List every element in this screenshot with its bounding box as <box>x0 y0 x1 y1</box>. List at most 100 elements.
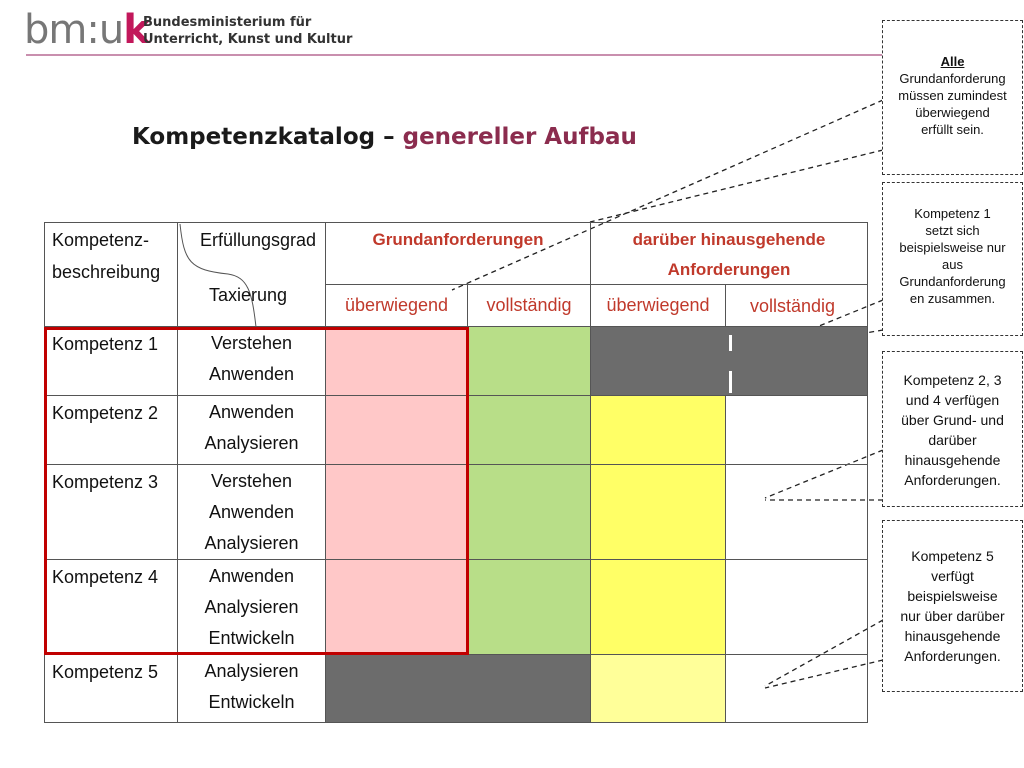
row-1-basic-fully <box>468 327 591 396</box>
table-row-2-name: Kompetenz 2 <box>44 396 178 465</box>
group2-label-line2: Anforderungen <box>667 260 791 279</box>
connector-3 <box>764 449 884 499</box>
callout-line: über Grund- und <box>901 412 1004 428</box>
table-border-top <box>44 222 868 223</box>
highlight-frame-competencies-1-4 <box>44 327 469 655</box>
row-5-basic-none <box>326 655 591 723</box>
logo: bm:uk <box>24 6 150 54</box>
title-main: Kompetenzkatalog – <box>132 124 403 150</box>
row-2-basic-fully <box>468 396 591 465</box>
header-further-requirements: darüber hinausgehende Anforderungen <box>591 222 868 285</box>
table-row-3-taxation: Verstehen Anwenden Analysieren <box>178 465 326 560</box>
row-3-basic-fully <box>468 465 591 560</box>
tax-level: Analysieren <box>204 597 299 617</box>
tax-level: Analysieren <box>204 661 299 681</box>
callout-title: Alle <box>940 54 965 69</box>
header-divider <box>26 54 884 56</box>
logo-text: bm:u <box>24 7 124 53</box>
tax-level: Entwickeln <box>208 692 295 712</box>
row-5-further-fully <box>726 655 868 723</box>
title-highlight: genereller Aufbau <box>402 124 637 150</box>
diagonal-curve <box>179 223 257 327</box>
cell-divider-mark <box>729 371 732 393</box>
tax-level: Anwenden <box>208 502 295 522</box>
callout-line: Grundanforderung <box>899 71 1006 86</box>
callout-line: Kompetenz 1 <box>914 206 991 221</box>
header-taxation: Taxierung <box>209 285 288 305</box>
table-row-3-name: Kompetenz 3 <box>44 465 178 560</box>
row-3-basic-mostly <box>326 465 468 560</box>
callout-competency-1: Kompetenz 1 setzt sich beispielsweise nu… <box>882 182 1023 336</box>
table-row-1-taxation: Verstehen Anwenden <box>178 327 326 396</box>
callout-line: beispielsweise nur <box>899 240 1006 255</box>
callout-line: darüber <box>928 432 977 448</box>
logo-accent: k <box>123 7 150 53</box>
tax-level: Anwenden <box>208 566 295 586</box>
callout-line: und 4 verfügen <box>905 392 1000 408</box>
callout-line: Kompetenz 5 <box>911 548 994 564</box>
page-title: Kompetenzkatalog – genereller Aufbau <box>132 124 637 150</box>
callout-line: en zusammen. <box>909 291 996 306</box>
row-name: Kompetenz 4 <box>52 567 159 587</box>
row-name: Kompetenz 5 <box>52 662 159 682</box>
row-4-basic-fully <box>468 560 591 655</box>
table-row-5-taxation: Analysieren Entwickeln <box>178 655 326 723</box>
row-3-further-mostly <box>591 465 726 560</box>
group2-label-line1: darüber hinausgehende <box>632 230 826 249</box>
connector-4 <box>764 619 884 687</box>
ministry-name-line2: Unterricht, Kunst und Kultur <box>143 32 353 47</box>
sub-label: überwiegend <box>344 295 449 315</box>
callout-line: setzt sich <box>925 223 980 238</box>
cell-divider-mark <box>729 335 732 351</box>
row-2-further-fully <box>726 396 868 465</box>
connector-2 <box>764 299 884 349</box>
callout-line: aus <box>942 257 963 272</box>
callout-line: erfüllt sein. <box>921 122 984 137</box>
callout-line: hinausgehende <box>904 452 1001 468</box>
table-row-2-taxation: Anwenden Analysieren <box>178 396 326 465</box>
callout-line: Anforderungen. <box>904 472 1001 488</box>
header-fulfillment-taxation: Erfüllungsgrad Taxierung <box>178 222 326 327</box>
callout-line: Anforderungen. <box>904 648 1001 664</box>
callout-line: hinausgehende <box>904 628 1001 644</box>
connector-4b <box>764 659 884 689</box>
group1-label: Grundanforderungen <box>372 230 544 249</box>
row-2-basic-mostly <box>326 396 468 465</box>
row-name: Kompetenz 2 <box>52 403 159 423</box>
tax-level: Anwenden <box>208 402 295 422</box>
connector-1b <box>589 149 884 223</box>
callout-line: beispielsweise <box>907 588 998 604</box>
table-row-5-name: Kompetenz 5 <box>44 655 178 723</box>
tax-level: Entwickeln <box>208 628 295 648</box>
tax-level: Verstehen <box>210 333 293 353</box>
tax-level: Anwenden <box>208 364 295 384</box>
header-competency-description: Kompetenz- beschreibung <box>44 222 178 327</box>
callout-competency-2-3-4: Kompetenz 2, 3 und 4 verfügen über Grund… <box>882 351 1023 507</box>
callout-competency-5: Kompetenz 5 verfügt beispielsweise nur ü… <box>882 520 1023 692</box>
callout-line: Grundanforderung <box>899 274 1006 289</box>
sub-label: vollständig <box>750 296 836 316</box>
callout-line: müssen zumindest <box>898 88 1007 103</box>
callout-line: überwiegend <box>915 105 990 120</box>
header-text-line2: beschreibung <box>52 262 161 282</box>
tax-level: Analysieren <box>204 433 299 453</box>
tax-level: Verstehen <box>210 471 293 491</box>
subheader-fully-1: vollständig <box>468 285 591 327</box>
connector-1 <box>451 99 884 291</box>
row-5-further-mostly <box>591 655 726 723</box>
sub-label: vollständig <box>486 295 572 315</box>
tax-level: Analysieren <box>204 533 299 553</box>
subheader-mostly-1: überwiegend <box>326 285 468 327</box>
row-3-further-fully <box>726 465 868 560</box>
callout-line: Kompetenz 2, 3 <box>903 372 1002 388</box>
sub-label: überwiegend <box>606 295 710 315</box>
row-2-further-mostly <box>591 396 726 465</box>
callout-line: verfügt <box>931 568 974 584</box>
row-4-further-mostly <box>591 560 726 655</box>
callout-all-basic-requirements: Alle Grundanforderung müssen zumindest ü… <box>882 20 1023 175</box>
competency-table: Kompetenz- beschreibung Erfüllungsgrad T… <box>44 222 868 723</box>
ministry-name-line1: Bundesministerium für <box>143 15 312 30</box>
row-name: Kompetenz 3 <box>52 472 159 492</box>
callout-line: nur über darüber <box>900 608 1005 624</box>
row-name: Kompetenz 1 <box>52 334 159 354</box>
